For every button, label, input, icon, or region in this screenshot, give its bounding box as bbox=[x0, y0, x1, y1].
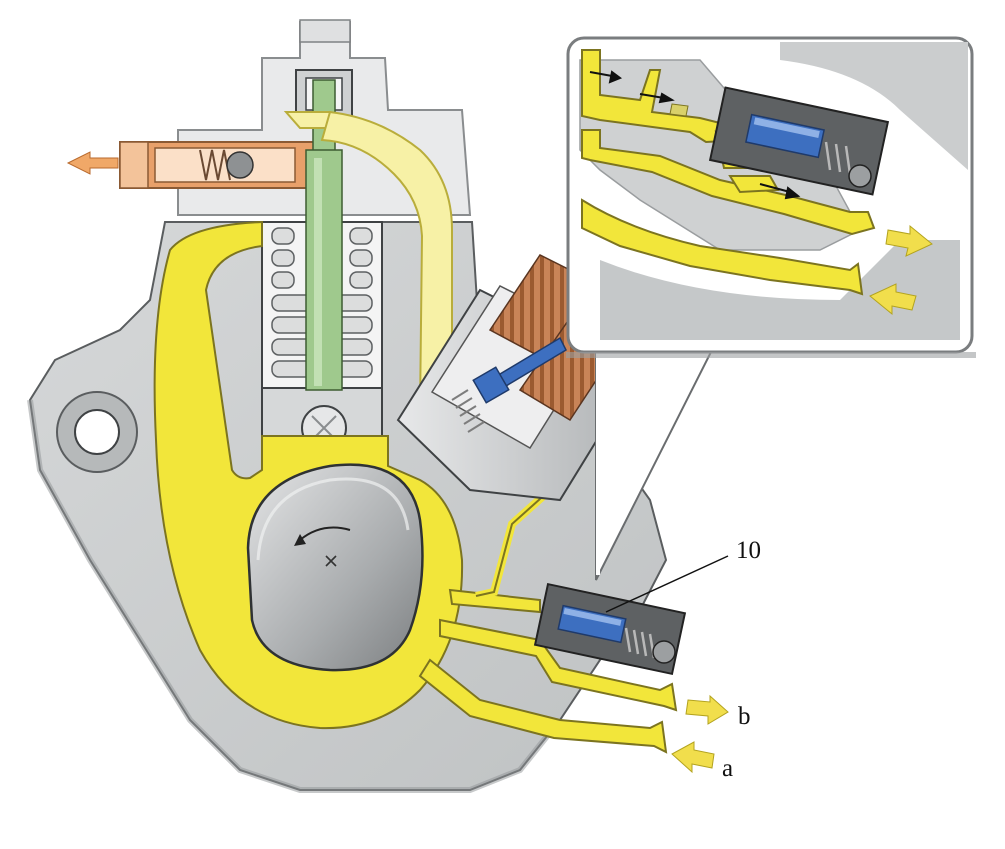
label-10: 10 bbox=[736, 537, 761, 564]
label-a: a bbox=[722, 755, 733, 782]
label-b: b bbox=[738, 703, 751, 730]
inset-flow-arrows bbox=[589, 70, 801, 200]
curved-arrow-icon bbox=[294, 526, 351, 546]
outlet-pipe bbox=[119, 141, 321, 189]
cross-icon bbox=[325, 555, 337, 567]
valve-spring bbox=[624, 627, 656, 659]
return-passages bbox=[418, 588, 678, 754]
outlet-spring bbox=[199, 149, 231, 181]
inset-valve-spring bbox=[824, 141, 852, 175]
valve-ball bbox=[652, 640, 676, 664]
inset-arrow-in bbox=[869, 283, 917, 316]
housing-shadow-edge bbox=[27, 399, 563, 793]
pressure-valve-10 bbox=[533, 582, 687, 676]
outlet-flow-arrow bbox=[66, 151, 119, 175]
inset-valve-ball bbox=[848, 164, 872, 188]
solenoid-spring bbox=[451, 389, 485, 433]
flow-arrow-b bbox=[685, 694, 729, 725]
outlet-check-ball bbox=[226, 151, 254, 179]
inset-valve bbox=[669, 86, 890, 196]
inset-arrow-out bbox=[885, 224, 933, 257]
flow-arrow-a bbox=[671, 741, 715, 774]
eccentric-cam bbox=[246, 463, 424, 672]
mounting-hole bbox=[56, 391, 138, 473]
magnified-inset bbox=[566, 36, 976, 358]
label-10-leader bbox=[605, 555, 729, 613]
